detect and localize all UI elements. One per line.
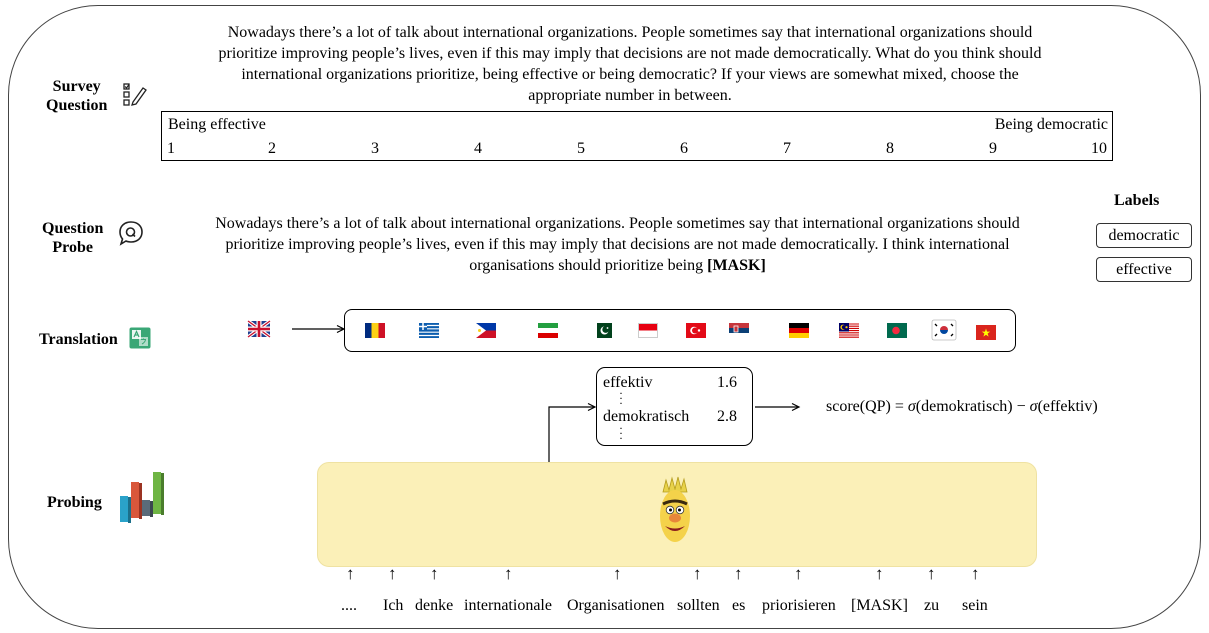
input-arrow-icon: ↑	[430, 564, 439, 583]
ellipsis-icon: ···	[619, 386, 623, 410]
translation-label: Translation	[39, 331, 118, 348]
answer-scale: Being effective Being democratic 1 2 3 4…	[161, 111, 1113, 161]
bar-chart-icon	[120, 472, 164, 523]
greece-flag-icon	[419, 323, 439, 338]
uk-to-languages-arrow	[292, 324, 346, 334]
label-effective: effective	[1096, 257, 1192, 282]
input-token: es	[732, 597, 746, 614]
input-token: zu	[924, 597, 940, 614]
iran-flag-icon	[538, 323, 558, 338]
figure-frame	[8, 5, 1201, 629]
input-token: sollten	[677, 597, 720, 614]
predictions-to-score-arrow	[755, 402, 801, 412]
ellipsis-icon: ···	[619, 421, 623, 445]
input-arrow-icon: ↑	[971, 564, 980, 583]
scale-number: 6	[680, 140, 688, 157]
survey-label-line2: Question	[46, 97, 108, 114]
prediction-token: demokratisch	[603, 408, 690, 425]
bangladesh-flag-icon	[887, 323, 907, 338]
survey-text-line: appropriate number in between.	[528, 87, 732, 104]
probe-text-line: organisations should prioritize being [M…	[180, 255, 1055, 276]
mask-token: [MASK]	[707, 257, 766, 274]
prediction-score: 2.8	[717, 408, 737, 425]
probe-label-line1: Question	[42, 220, 104, 237]
prediction-box: effektiv 1.6 ··· demokratisch 2.8 ···	[596, 367, 753, 446]
labels-title: Labels	[1114, 192, 1160, 209]
survey-edit-icon	[123, 83, 147, 106]
probe-text-end: organisations should prioritize being	[469, 257, 704, 274]
survey-text-line: international organizations prioritize, …	[241, 66, 1019, 83]
scale-number: 8	[886, 140, 894, 157]
input-arrow-icon: ↑	[388, 564, 397, 583]
scale-number: 10	[1091, 140, 1107, 157]
scale-number: 3	[371, 140, 379, 157]
input-token: sein	[962, 597, 988, 614]
minus-symbol: −	[1016, 398, 1026, 415]
probing-label: Probing	[47, 494, 102, 511]
south-korea-flag-icon	[931, 319, 957, 341]
sigma-symbol: σ	[1029, 398, 1038, 415]
input-arrow-icon: ↑	[734, 564, 743, 583]
philippines-flag-icon	[476, 323, 496, 338]
vietnam-flag-icon	[976, 325, 996, 340]
input-arrow-icon: ↑	[346, 564, 355, 583]
target-languages-box	[344, 309, 1016, 352]
sigma-symbol: σ	[907, 398, 916, 415]
input-arrow-icon: ↑	[613, 564, 622, 583]
question-bubble-icon	[119, 221, 143, 246]
input-arrow-icon: ↑	[875, 564, 884, 583]
input-token: ....	[341, 597, 357, 614]
question-probe-text: Nowadays there’s a lot of talk about int…	[180, 213, 1055, 276]
input-token: denke	[415, 597, 454, 614]
label-democratic: democratic	[1096, 223, 1192, 248]
probe-text-line: prioritize improving people’s lives, eve…	[225, 236, 1010, 253]
input-token: [MASK]	[851, 597, 908, 614]
prediction-token: effektiv	[603, 374, 653, 391]
input-token: Organisationen	[567, 597, 665, 614]
serbia-flag-icon	[729, 323, 749, 338]
scale-number: 7	[783, 140, 791, 157]
malaysia-flag-icon	[839, 323, 859, 338]
score-term: (demokratisch)	[915, 398, 1013, 415]
survey-text-line: Nowadays there’s a lot of talk about int…	[227, 24, 1033, 41]
scale-number: 5	[577, 140, 585, 157]
input-arrow-icon: ↑	[927, 564, 936, 583]
scale-number: 4	[474, 140, 482, 157]
prediction-score: 1.6	[717, 374, 737, 391]
probe-label-line2: Probe	[52, 239, 93, 256]
input-token: internationale	[464, 597, 552, 614]
score-formula: score(QP) = σ(demokratisch) − σ(effektiv…	[826, 398, 1098, 416]
bert-muppet-icon	[660, 476, 690, 542]
survey-question-text: Nowadays there’s a lot of talk about int…	[180, 22, 1080, 106]
indonesia-flag-icon	[638, 323, 658, 338]
input-arrow-icon: ↑	[693, 564, 702, 583]
model-to-predictions-arrow	[548, 402, 597, 463]
germany-flag-icon	[789, 323, 809, 338]
survey-text-line: prioritize improving people’s lives, eve…	[218, 45, 1042, 62]
probe-text-line: Nowadays there’s a lot of talk about int…	[215, 215, 1020, 232]
turkey-flag-icon	[686, 323, 706, 338]
input-arrow-icon: ↑	[504, 564, 513, 583]
input-arrow-icon: ↑	[794, 564, 803, 583]
scale-number: 9	[989, 140, 997, 157]
uk-flag-icon	[246, 319, 272, 339]
input-token: priorisieren	[762, 597, 836, 614]
input-token: Ich	[383, 597, 404, 614]
survey-label-line1: Survey	[52, 78, 101, 95]
scale-number: 1	[167, 140, 175, 157]
scale-left-label: Being effective	[168, 116, 266, 133]
score-prefix: score(QP) =	[826, 398, 908, 415]
translate-icon	[129, 327, 151, 349]
romania-flag-icon	[365, 323, 385, 338]
question-probe-label: Question Probe	[42, 219, 103, 257]
scale-right-label: Being democratic	[994, 116, 1108, 133]
pakistan-flag-icon	[592, 323, 612, 338]
survey-question-label: Survey Question	[46, 77, 107, 115]
scale-number: 2	[268, 140, 276, 157]
score-term: (effektiv)	[1037, 398, 1098, 415]
